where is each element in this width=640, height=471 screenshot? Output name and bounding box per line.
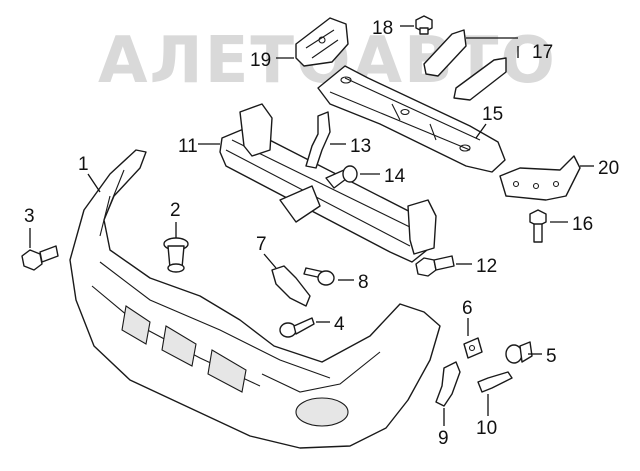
part-8-screw — [303, 267, 335, 286]
callout-16: 16 — [572, 214, 593, 235]
part-18-bolt — [415, 15, 433, 35]
part-20-side-bracket — [499, 155, 581, 201]
callout-9: 9 — [438, 428, 449, 449]
callout-4: 4 — [334, 314, 345, 335]
callout-1: 1 — [78, 154, 89, 175]
part-15-upper-tie-bar — [317, 65, 506, 173]
part-4-screw — [279, 317, 315, 338]
callout-8: 8 — [358, 272, 369, 293]
callout-18: 18 — [372, 18, 393, 39]
callout-20: 20 — [598, 158, 619, 179]
callout-labels: 1 2 3 4 5 6 7 8 9 10 11 12 13 14 15 16 1… — [24, 18, 619, 449]
part-1-bumper-cover — [69, 149, 441, 449]
part-9-bracket — [435, 361, 461, 407]
part-10-push-pin — [477, 371, 513, 393]
callout-10: 10 — [476, 418, 497, 439]
callout-11: 11 — [178, 136, 198, 157]
callout-12: 12 — [476, 256, 497, 277]
callout-7: 7 — [256, 234, 267, 255]
part-2-clip — [163, 237, 189, 273]
part-19-bracket — [295, 17, 349, 67]
callout-17: 17 — [532, 42, 553, 63]
callout-5: 5 — [546, 346, 557, 367]
callout-6: 6 — [462, 298, 473, 319]
part-12-bolt — [415, 255, 455, 277]
callout-2: 2 — [170, 200, 181, 221]
part-3-bolt — [21, 245, 59, 271]
part-7-pad — [271, 265, 311, 307]
part-17-straps — [423, 29, 507, 101]
callout-14: 14 — [384, 166, 406, 187]
callout-3: 3 — [24, 206, 35, 227]
callout-19: 19 — [250, 50, 271, 71]
leader-lines — [29, 25, 594, 426]
part-11-reinforcement-beam — [219, 103, 437, 263]
part-14-bolt — [325, 165, 358, 189]
callout-15: 15 — [482, 104, 503, 125]
part-13-bracket — [305, 111, 331, 169]
callout-13: 13 — [350, 136, 371, 157]
part-16-bolt — [529, 209, 547, 243]
part-5-clip — [505, 341, 533, 364]
part-6-nut — [463, 337, 483, 359]
